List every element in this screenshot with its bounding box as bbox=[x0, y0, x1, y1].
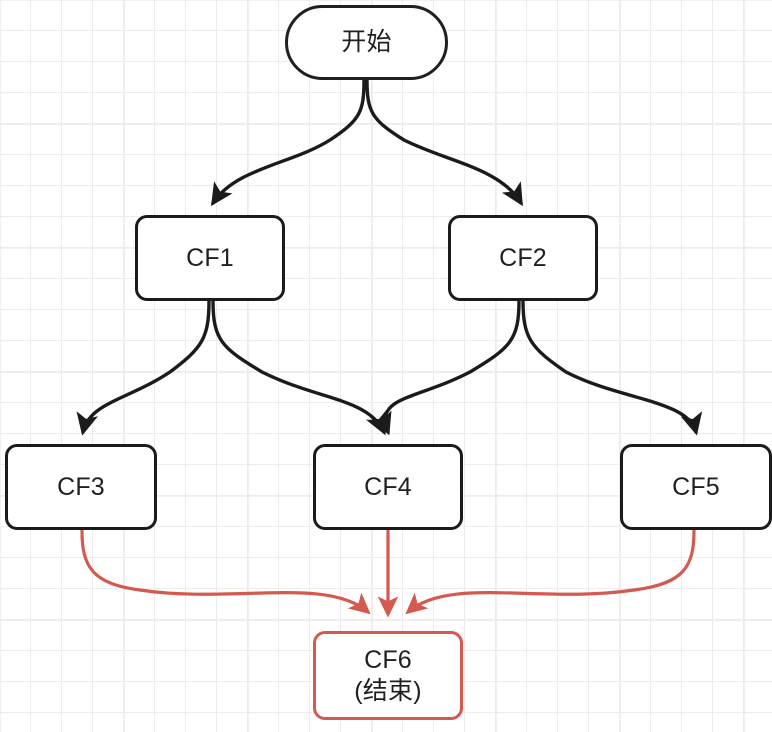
edge-cf3-to-cf6 bbox=[80, 529, 371, 615]
node-cf4-label: CF4 bbox=[364, 472, 412, 501]
node-cf6-label-primary: CF6 bbox=[364, 646, 412, 674]
node-cf2-label: CF2 bbox=[499, 243, 547, 272]
node-cf6-end[interactable]: CF6 (结束) bbox=[313, 631, 463, 720]
edge-start-to-cf2 bbox=[365, 78, 523, 207]
node-cf2[interactable]: CF2 bbox=[448, 215, 598, 301]
edge-cf2-to-cf4 bbox=[370, 299, 521, 436]
node-cf5[interactable]: CF5 bbox=[620, 444, 772, 530]
node-cf3[interactable]: CF3 bbox=[5, 444, 157, 530]
node-start[interactable]: 开始 bbox=[285, 5, 448, 80]
node-cf1[interactable]: CF1 bbox=[135, 215, 285, 301]
node-cf4[interactable]: CF4 bbox=[313, 444, 463, 530]
edge-cf1-to-cf3 bbox=[76, 299, 211, 436]
node-start-label: 开始 bbox=[341, 28, 392, 57]
node-cf3-label: CF3 bbox=[57, 472, 105, 501]
node-cf5-label: CF5 bbox=[672, 472, 720, 501]
edge-start-to-cf1 bbox=[210, 78, 366, 207]
edge-cf5-to-cf6 bbox=[405, 529, 696, 615]
edge-cf1-to-cf4 bbox=[211, 299, 386, 436]
node-cf6-label-secondary: (结束) bbox=[354, 676, 422, 705]
node-cf1-label: CF1 bbox=[186, 243, 234, 272]
edge-cf2-to-cf5 bbox=[521, 299, 703, 436]
